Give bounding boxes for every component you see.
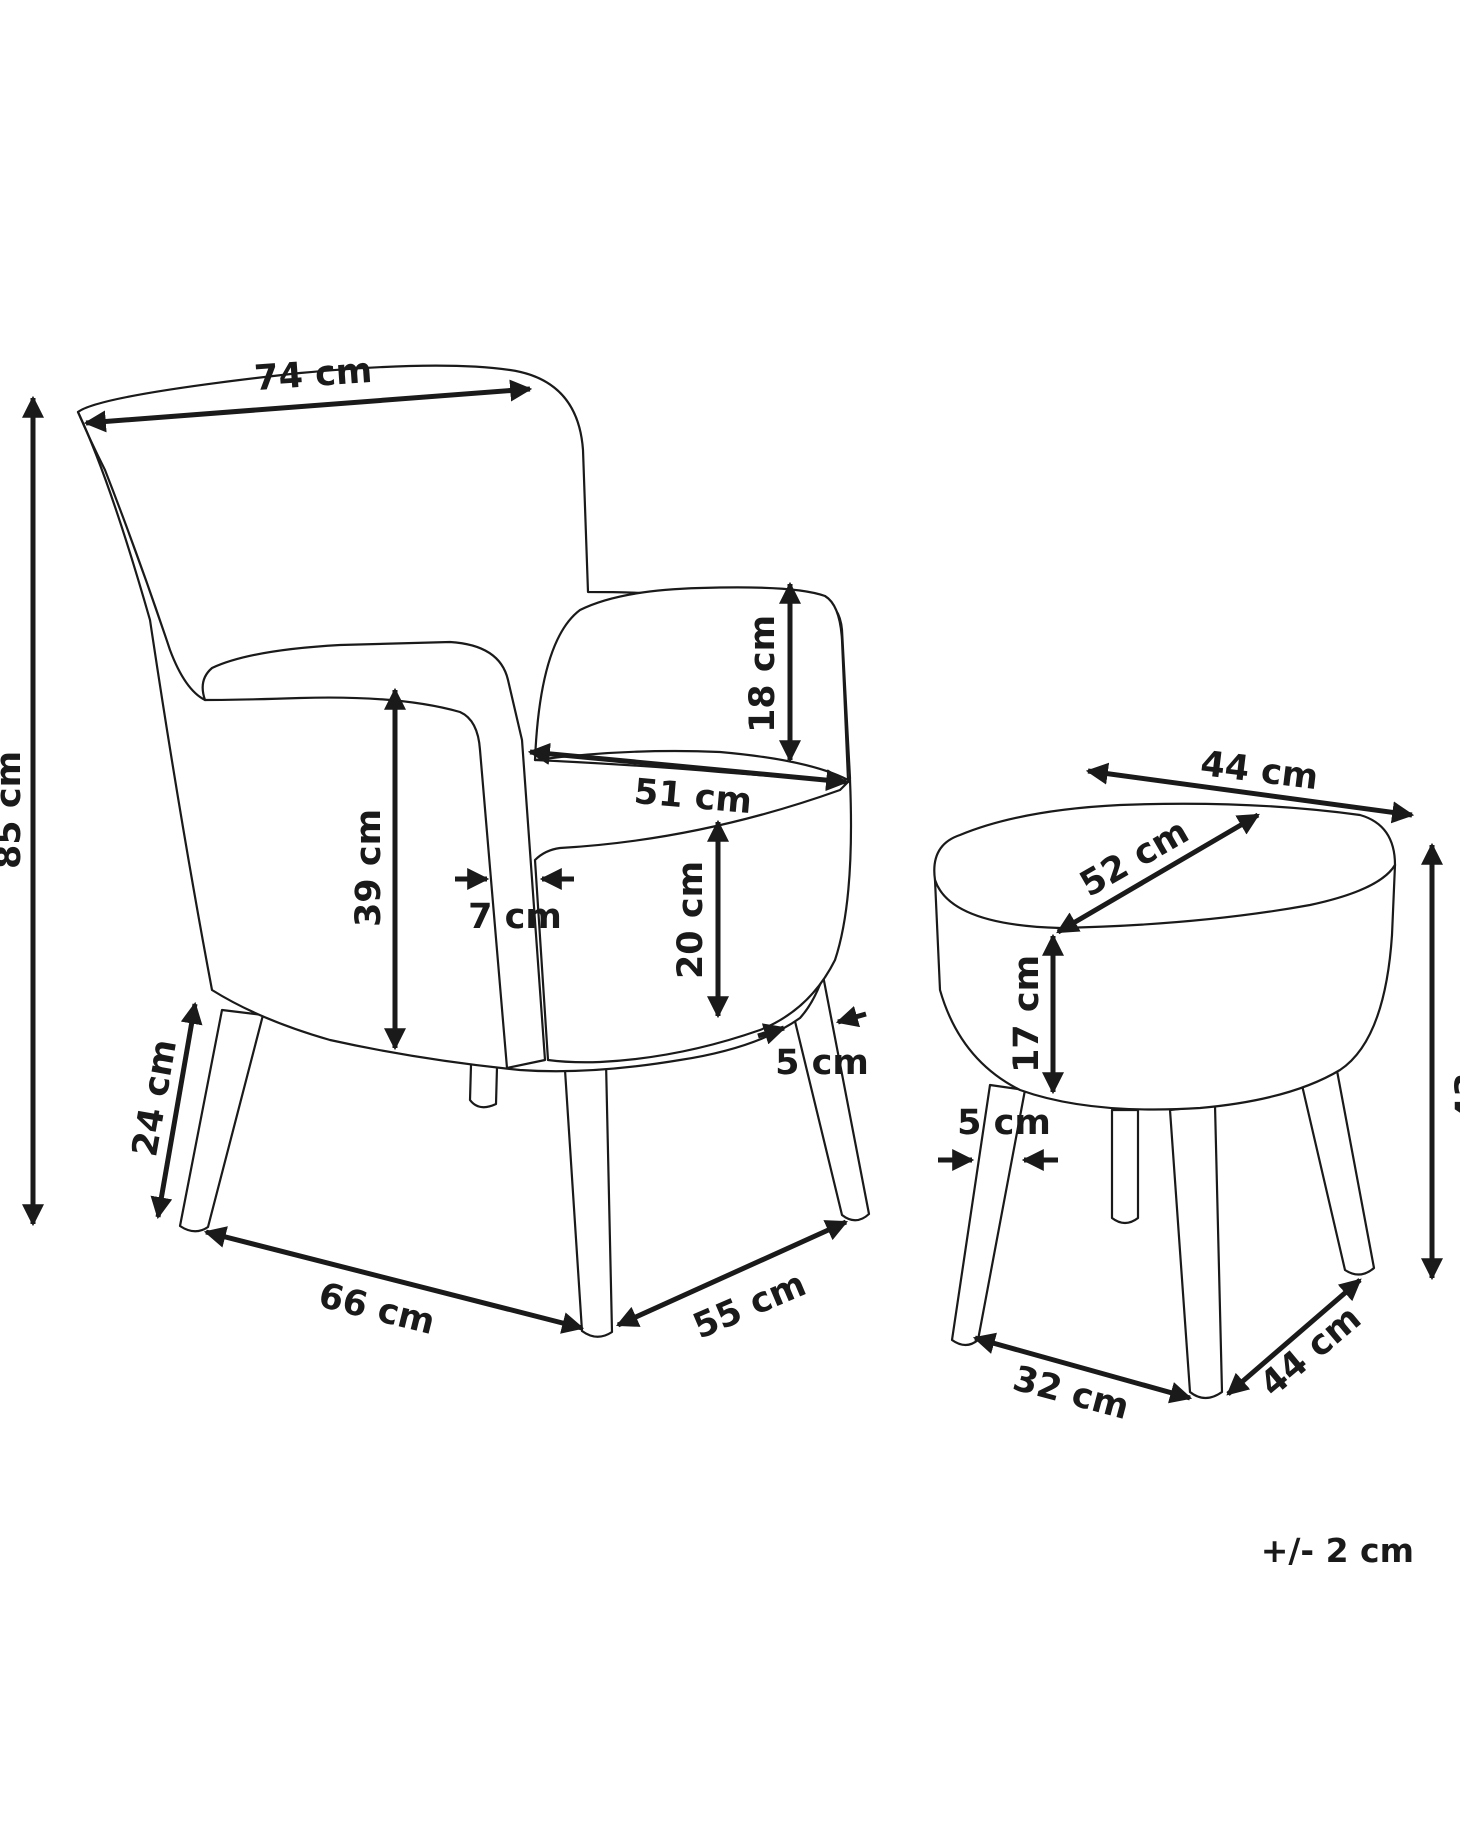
label-tolerance: +/- 2 cm: [1261, 1531, 1414, 1570]
dim-ottoman-width: [1085, 762, 1415, 824]
label-chair-arm-thickness: 7 cm: [468, 897, 562, 937]
dim-chair-leg-height: [150, 1001, 203, 1220]
dim-chair-seat-depth: [527, 742, 849, 792]
chair-seat-front: [533, 778, 853, 1064]
ottoman-right-leg: [1296, 1058, 1376, 1276]
label-chair-leg-thickness: 5 cm: [775, 1043, 869, 1083]
label-ottoman-cushion-height: 17 cm: [1007, 955, 1047, 1073]
dim-chair-leg-thickness-right: [835, 1005, 867, 1028]
chair-right-arm: [533, 586, 850, 782]
label-chair-base-depth: 55 cm: [688, 1264, 812, 1347]
label-ottoman-total-height: 43 cm: [1449, 1003, 1460, 1121]
chair-front-left-leg: [178, 1008, 265, 1233]
label-ottoman-leg-thickness: 5 cm: [957, 1103, 1051, 1143]
dim-ottoman-diagonal: [1056, 812, 1260, 935]
label-chair-total-height: 85 cm: [0, 751, 29, 869]
label-ottoman-base-width: 32 cm: [1009, 1359, 1133, 1428]
label-chair-arm-height: 18 cm: [743, 615, 783, 733]
dim-ottoman-base-width: [972, 1332, 1193, 1404]
dim-chair-base-width: [203, 1226, 585, 1334]
dimension-lines: [21, 379, 1444, 1404]
dim-chair-width: [83, 379, 533, 433]
dim-ottoman-base-depth: [1226, 1278, 1362, 1396]
dim-chair-leg-thickness-left: [757, 1023, 787, 1045]
chair-front-right-leg: [563, 1060, 614, 1338]
chair-back-inner: [76, 410, 207, 702]
ottoman-back-leg: [1110, 1108, 1140, 1225]
label-ottoman-base-depth: 44 cm: [1253, 1298, 1369, 1405]
label-chair-arm-floor: 39 cm: [349, 809, 389, 927]
armchair-drawing: [76, 364, 871, 1338]
ottoman-front-right-leg: [1168, 1103, 1224, 1400]
label-chair-seat-front: 20 cm: [671, 861, 711, 979]
chair-right-leg: [783, 958, 871, 1222]
label-chair-width: 74 cm: [253, 351, 374, 399]
chair-left-arm: [201, 640, 547, 1070]
dim-chair-base-depth: [615, 1219, 849, 1328]
